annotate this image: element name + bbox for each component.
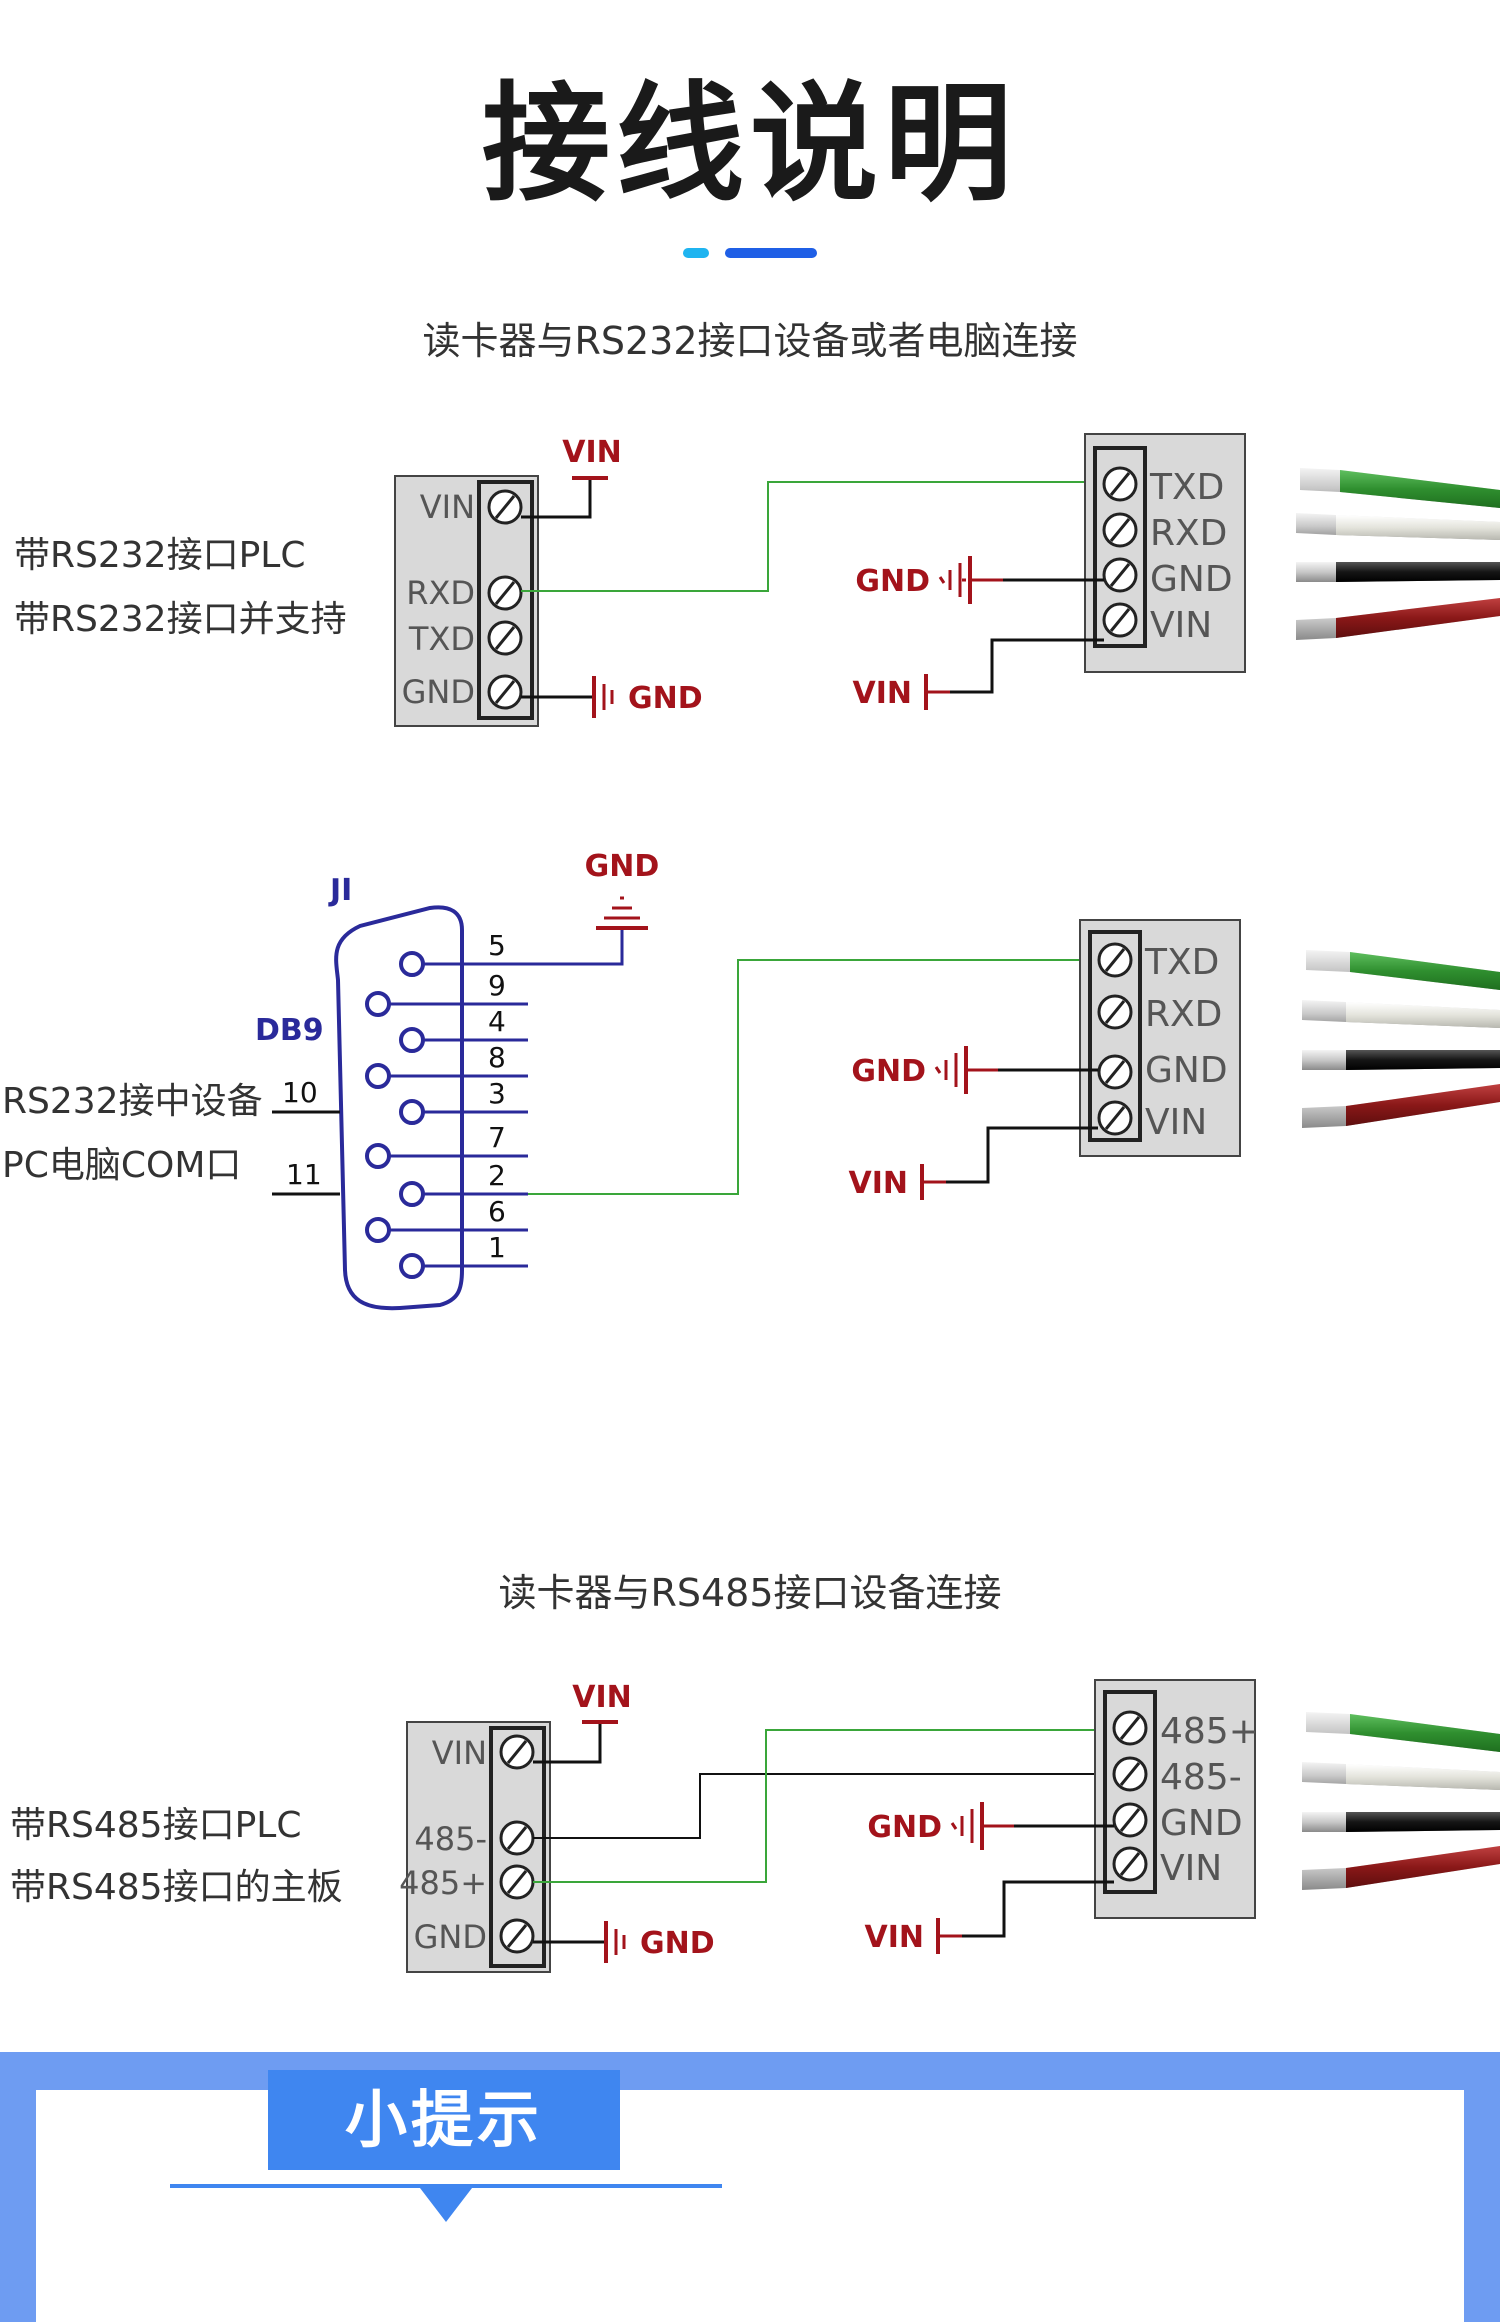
db9-pin-1: 1 [488, 1231, 506, 1264]
tips-panel [36, 2090, 1464, 2322]
db9-side-pin-11: 11 [286, 1158, 322, 1191]
rs485-reader-pin-minus: 485- [1160, 1757, 1242, 1798]
db9-pin-6: 6 [488, 1195, 506, 1228]
reader1-terminal: TXD RXD GND VIN [1084, 433, 1246, 673]
reader1-pin-gnd: GND [1150, 559, 1233, 600]
rs485-reader-ground-icon [950, 1802, 1014, 1850]
rs485-plc-label-1: 带RS485接口PLC [10, 1805, 302, 1846]
rs232-section-subtitle: 读卡器与RS232接口设备或者电脑连接 [422, 319, 1078, 363]
tips-arrow-icon [420, 2188, 472, 2222]
db9-pin-5: 5 [488, 929, 506, 962]
db9-pin-4: 4 [488, 1005, 506, 1038]
db9-pin-8: 8 [488, 1041, 506, 1074]
db9-type-label: DB9 [255, 1013, 324, 1048]
reader1-ground-icon [938, 556, 1003, 604]
reader2-ground-icon [934, 1046, 998, 1094]
cable-set-2 [1302, 950, 1500, 1128]
rs485-plc-ground-icon [604, 1921, 626, 1963]
reader1-pin-vin: VIN [1150, 605, 1212, 646]
reader1-pin-rxd: RXD [1150, 513, 1227, 554]
rs485-plc-pin-plus: 485+ [399, 1864, 487, 1902]
rs485-plc-pin-minus: 485- [414, 1820, 487, 1858]
rs485-reader-gnd-label: GND [867, 1810, 942, 1845]
db9-pin-9: 9 [488, 969, 506, 1002]
rs485-reader-pin-plus: 485+ [1160, 1711, 1259, 1752]
rs485-plc-gnd-label: GND [640, 1926, 715, 1961]
rs485-plc-pin-vin: VIN [432, 1734, 487, 1772]
db9-side-pin-10: 10 [282, 1076, 318, 1109]
cable-set-1 [1296, 468, 1500, 640]
plc-gnd-label: GND [628, 681, 703, 716]
reader2-pin-vin: VIN [1145, 1102, 1207, 1143]
rs485-plc-vin-label: VIN [572, 1680, 632, 1715]
rs485-reader-pin-vin: VIN [1160, 1848, 1222, 1889]
tips-title: 小提示 [268, 2070, 620, 2170]
reader1-gnd-label: GND [855, 564, 930, 599]
db9-pins [365, 951, 528, 1279]
plc-pin-txd: TXD [408, 620, 475, 658]
db9-pin-7: 7 [488, 1121, 506, 1154]
rs485-reader-pin-gnd: GND [1160, 1803, 1243, 1844]
tips-underline [170, 2184, 722, 2188]
reader2-vin-label: VIN [849, 1166, 909, 1201]
plc-vin-label: VIN [562, 435, 622, 470]
reader1-vin-label: VIN [853, 676, 913, 711]
db9-pin-3: 3 [488, 1077, 506, 1110]
rs485-plc-pin-gnd: GND [414, 1918, 487, 1956]
plc-rs232-terminal: VIN RXD TXD GND [394, 475, 539, 727]
reader2-pin-gnd: GND [1145, 1050, 1228, 1091]
plc-pin-vin: VIN [420, 488, 475, 526]
reader2-pin-rxd: RXD [1145, 994, 1222, 1035]
rs232-pc-label-1: RS232接中设备 [2, 1081, 263, 1122]
plc-rs485-terminal: VIN 485- 485+ GND [399, 1721, 551, 1973]
db9-gnd-label: GND [585, 849, 660, 884]
rs485-plc-label-2: 带RS485接口的主板 [10, 1867, 343, 1908]
accent-dash-short [683, 248, 709, 258]
db9-ref-label: JI [328, 873, 352, 908]
reader1-pin-txd: TXD [1149, 467, 1224, 508]
rs232-plc-label-2: 带RS232接口并支持 [14, 599, 347, 640]
db9-ground-icon [596, 896, 648, 930]
reader2-gnd-label: GND [851, 1054, 926, 1089]
plc-pin-rxd: RXD [406, 574, 475, 612]
plc-pin-gnd: GND [402, 673, 475, 711]
page-title: 接线说明 [481, 70, 1018, 219]
rs485-reader-vin-label: VIN [865, 1920, 925, 1955]
db9-pin-numbers: 5 9 4 8 3 7 2 6 1 [488, 929, 506, 1264]
db9-pin-2: 2 [488, 1159, 506, 1192]
rs232-pc-label-2: PC电脑COM口 [2, 1145, 242, 1186]
cable-set-3 [1302, 1712, 1500, 1890]
accent-dash-long [725, 248, 817, 258]
rs485-reader-terminal: 485+ 485- GND VIN [1094, 1679, 1259, 1919]
reader2-terminal: TXD RXD GND VIN [1079, 919, 1241, 1157]
rs485-section-subtitle: 读卡器与RS485接口设备连接 [498, 1571, 1002, 1615]
db9-shell [334, 905, 464, 1311]
reader2-pin-txd: TXD [1144, 942, 1219, 983]
wiring-diagram: VIN RXD TXD GND VIN GND TXD RXD GND VIN [255, 248, 1500, 1973]
plc-ground-icon [592, 676, 614, 718]
rs232-plc-label-1: 带RS232接口PLC [14, 535, 306, 576]
